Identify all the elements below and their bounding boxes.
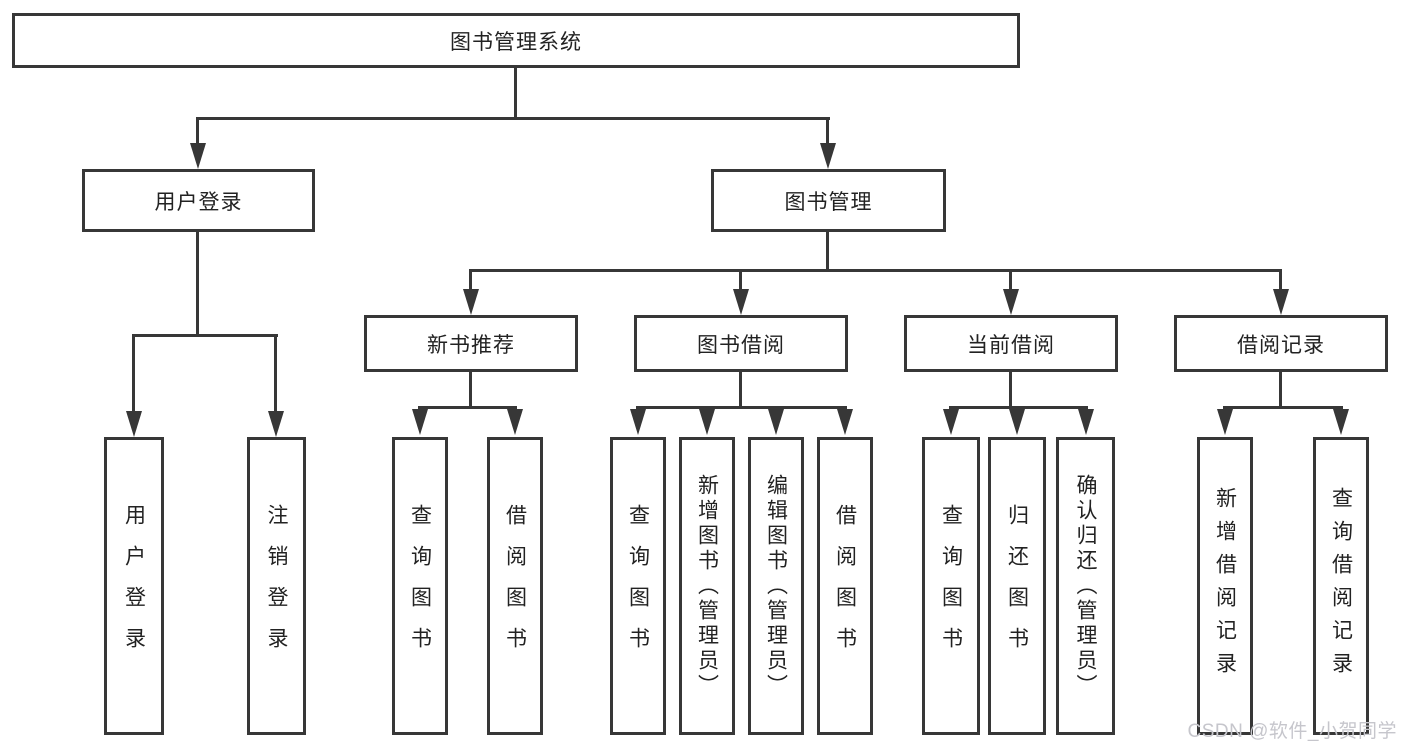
connector-l3-borrowing-stem	[739, 269, 742, 291]
connector-newbooks-hline	[418, 406, 517, 409]
arrowhead-newbooks-query	[412, 409, 428, 435]
connector-borrowing-hline	[636, 406, 847, 409]
node-newbooks-borrow-books: 借阅图书	[487, 437, 543, 735]
connector-newbooks-down	[469, 372, 472, 408]
connector-l3-newbooks-stem	[469, 269, 472, 291]
node-current-confirm-return-admin: 确认归还（管理员）	[1056, 437, 1115, 735]
connector-bookmgmt-down	[826, 232, 829, 272]
node-newbooks-query-books: 查询图书	[392, 437, 448, 735]
connector-l3-current-stem	[1009, 269, 1012, 291]
node-new-book-recommendation: 新书推荐	[364, 315, 578, 372]
arrowhead-to-book-management	[820, 143, 836, 169]
csdn-watermark: CSDN @软件_小贺同学	[1187, 721, 1397, 742]
arrowhead-to-login-action	[126, 411, 142, 437]
connector-current-down	[1009, 372, 1012, 408]
connector-userlogin-down	[196, 232, 199, 337]
node-records-query-record: 查询借阅记录	[1313, 437, 1369, 735]
node-borrowing-edit-books-admin: 编辑图书（管理员）	[748, 437, 804, 735]
node-current-return-books: 归还图书	[988, 437, 1046, 735]
connector-userlogin-stem	[196, 117, 199, 145]
connector-userlogin-hline	[132, 334, 278, 337]
node-logout-action: 注销登录	[247, 437, 306, 735]
arrowhead-newbooks-borrow	[507, 409, 523, 435]
node-records-add-record: 新增借阅记录	[1197, 437, 1253, 735]
connector-bookmgmt-hline	[469, 269, 1282, 272]
node-book-borrowing: 图书借阅	[634, 315, 848, 372]
connector-borrowing-down	[739, 372, 742, 408]
connector-records-down	[1279, 372, 1282, 408]
node-borrowing-records: 借阅记录	[1174, 315, 1388, 372]
connector-root-stem	[514, 68, 517, 119]
arrowhead-to-logout-action	[268, 411, 284, 437]
arrowhead-to-book-borrowing	[733, 289, 749, 315]
arrowhead-borrowing-query	[630, 409, 646, 435]
connector-records-hline	[1223, 406, 1343, 409]
arrowhead-borrowing-borrow	[837, 409, 853, 435]
arrowhead-to-user-login	[190, 143, 206, 169]
arrowhead-to-borrowing-records	[1273, 289, 1289, 315]
arrowhead-current-query	[943, 409, 959, 435]
node-borrowing-query-books: 查询图书	[610, 437, 666, 735]
connector-userlogin-child1-stem	[132, 334, 135, 413]
node-current-borrowing: 当前借阅	[904, 315, 1118, 372]
node-borrowing-add-books-admin: 新增图书（管理员）	[679, 437, 735, 735]
arrowhead-records-query	[1333, 409, 1349, 435]
connector-bookmgmt-stem	[826, 117, 829, 145]
connector-root-hline	[196, 117, 830, 120]
connector-current-hline	[949, 406, 1088, 409]
node-book-management: 图书管理	[711, 169, 946, 232]
node-borrowing-borrow-books: 借阅图书	[817, 437, 873, 735]
connector-l3-records-stem	[1279, 269, 1282, 291]
arrowhead-records-add	[1217, 409, 1233, 435]
arrowhead-current-confirm	[1078, 409, 1094, 435]
arrowhead-borrowing-edit	[768, 409, 784, 435]
node-current-query-books: 查询图书	[922, 437, 980, 735]
arrowhead-to-current-borrowing	[1003, 289, 1019, 315]
node-user-login: 用户登录	[82, 169, 315, 232]
node-login-action: 用户登录	[104, 437, 164, 735]
arrowhead-current-return	[1009, 409, 1025, 435]
node-library-management-system: 图书管理系统	[12, 13, 1020, 68]
arrowhead-to-new-books	[463, 289, 479, 315]
connector-userlogin-child2-stem	[274, 334, 277, 413]
arrowhead-borrowing-add	[699, 409, 715, 435]
